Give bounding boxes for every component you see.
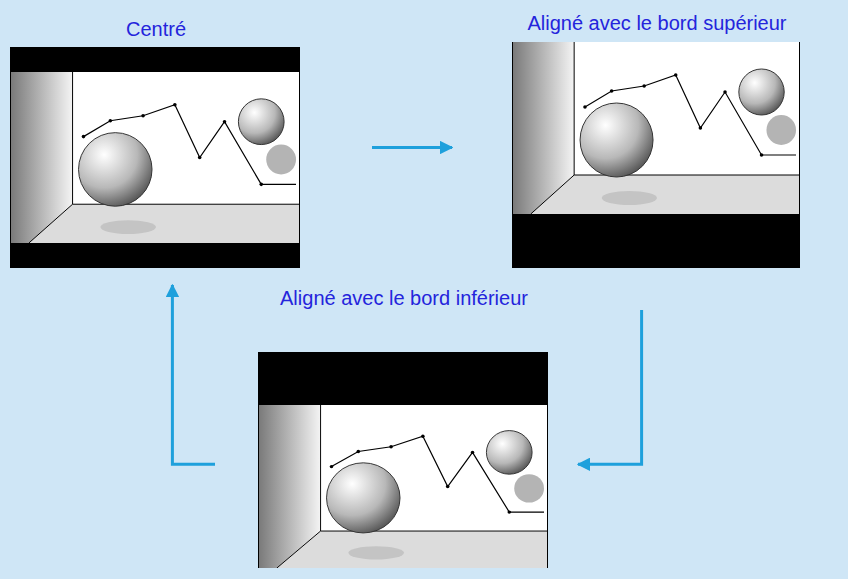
panel-title: Aligné avec le bord inférieur — [280, 286, 528, 310]
scene-illustration — [259, 405, 547, 568]
screen-panel: Aligné avec le bord supérieur — [512, 42, 800, 268]
projected-image — [11, 72, 299, 243]
cycle-arrow — [372, 146, 452, 149]
projected-image — [513, 42, 799, 214]
cycle-arrow — [172, 285, 215, 464]
projected-image — [259, 405, 547, 568]
panel-title: Aligné avec le bord supérieur — [527, 11, 786, 35]
scene-illustration — [11, 72, 299, 243]
cycle-arrow — [578, 310, 642, 464]
panel-title: Centré — [126, 17, 186, 41]
scene-illustration — [513, 42, 799, 214]
screen-panel: Centré — [10, 47, 300, 268]
screen-panel: Aligné avec le bord inférieur — [258, 352, 548, 568]
